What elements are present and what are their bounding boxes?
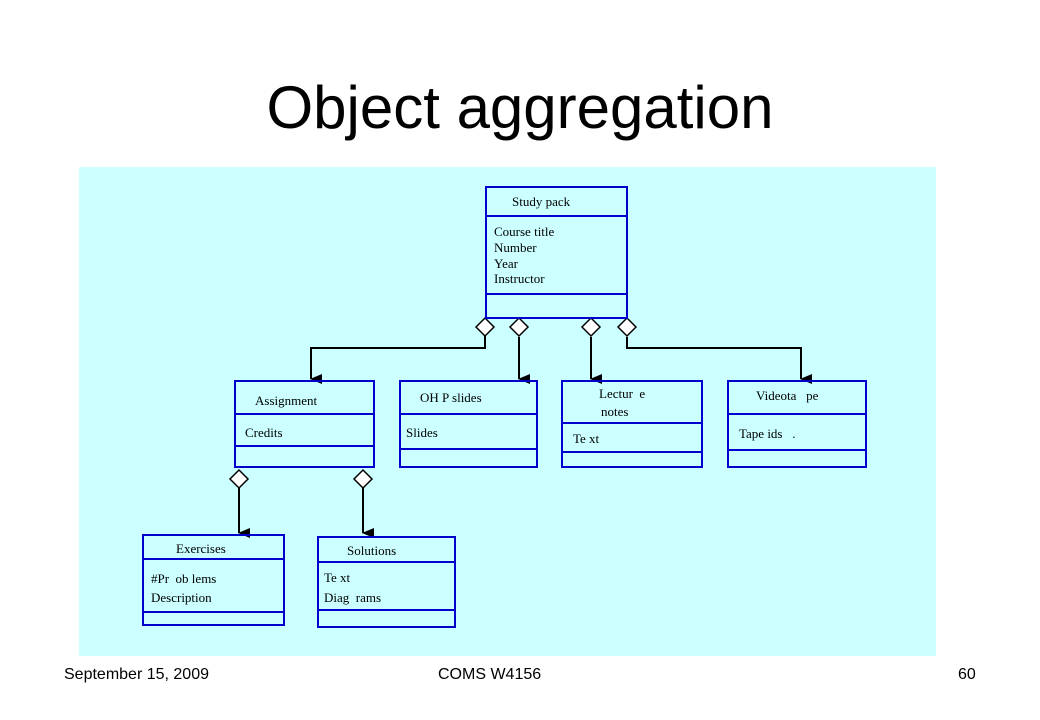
class-attribute: Slides: [406, 425, 438, 440]
class-attribute: Te xt: [573, 431, 600, 446]
class-name: Exercises: [176, 541, 226, 556]
diamond-icon: [352, 468, 374, 490]
diamond-icon: [474, 316, 496, 338]
class-attribute: Instructor: [494, 271, 545, 286]
class-name: Videota pe: [756, 388, 819, 403]
connector-studypack-videotape: [626, 337, 812, 384]
class-name: Lectur e: [599, 386, 645, 401]
class-box-assignment: Assignment Credits: [234, 380, 375, 468]
aggregation-diagram: Study pack Course title Number Year Inst…: [142, 186, 867, 628]
diamond-icon: [228, 468, 250, 490]
class-attribute: Tape ids .: [739, 426, 796, 441]
class-name: OH P slides: [420, 390, 482, 405]
class-name: notes: [601, 404, 628, 419]
class-box-study-pack: Study pack Course title Number Year Inst…: [485, 186, 628, 319]
diamond-icon: [616, 316, 638, 338]
class-box-ohp-slides: OH P slides Slides: [399, 380, 538, 468]
footer-page-number: 60: [958, 666, 976, 683]
footer-course: COMS W4156: [438, 666, 542, 683]
class-attribute: Number: [494, 240, 537, 255]
class-box-lecture-notes: Lectur e notes Te xt: [561, 380, 703, 468]
class-attribute: Credits: [245, 425, 283, 440]
class-attribute: Year: [494, 256, 519, 271]
diamond-icon: [508, 316, 530, 338]
class-attribute: #Pr ob lems: [151, 571, 216, 586]
connectors: [238, 332, 812, 538]
slide-title: Object aggregation: [266, 74, 774, 141]
class-box-exercises: Exercises #Pr ob lems Description: [142, 534, 285, 626]
class-box-solutions: Solutions Te xt Diag rams: [317, 536, 456, 628]
footer-date: September 15, 2009: [64, 666, 209, 683]
class-attribute: Te xt: [324, 570, 351, 585]
class-name: Study pack: [512, 194, 571, 209]
class-box-videotape: Videota pe Tape ids .: [727, 380, 867, 468]
class-name: Assignment: [255, 393, 318, 408]
diamond-icon: [580, 316, 602, 338]
class-attribute: Course title: [494, 224, 555, 239]
class-attribute: Diag rams: [324, 590, 381, 605]
class-name: Solutions: [347, 543, 396, 558]
diagram-panel: Study pack Course title Number Year Inst…: [79, 167, 936, 656]
connector-studypack-assignment: [310, 332, 486, 384]
aggregation-diamonds: [228, 316, 638, 490]
class-attribute: Description: [151, 590, 212, 605]
